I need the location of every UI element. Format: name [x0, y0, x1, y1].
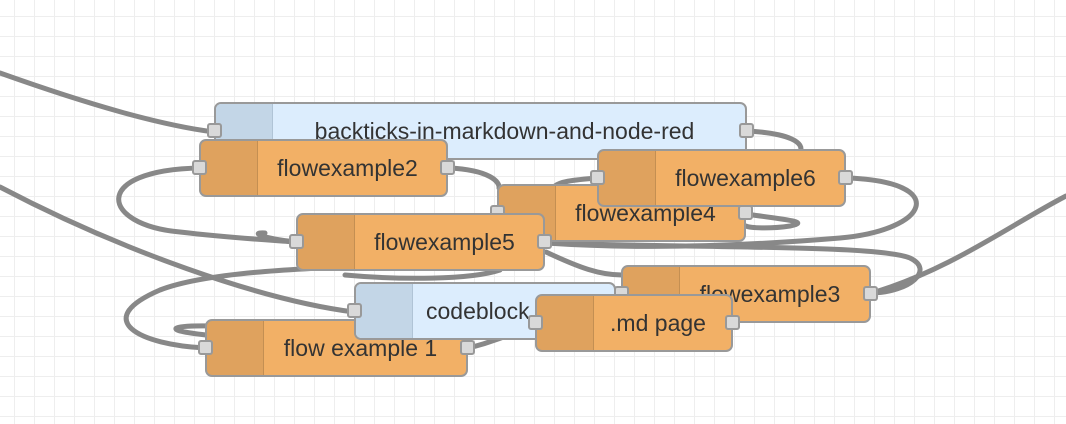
node-flowexample6[interactable]: flowexample6: [590, 149, 853, 207]
input-port[interactable]: [347, 303, 362, 318]
function-icon: [207, 321, 264, 375]
wire[interactable]: [543, 249, 625, 278]
wire[interactable]: [0, 184, 357, 315]
node-label: codeblock: [426, 297, 530, 324]
input-port[interactable]: [198, 340, 213, 355]
input-port[interactable]: [528, 315, 543, 330]
output-port[interactable]: [838, 170, 853, 185]
output-port[interactable]: [739, 123, 754, 138]
node-label: flowexample5: [374, 228, 515, 255]
node-label: flowexample2: [277, 154, 418, 181]
wire[interactable]: [116, 165, 299, 245]
comment-icon: [356, 284, 413, 338]
input-port[interactable]: [192, 160, 207, 175]
output-port[interactable]: [440, 160, 455, 175]
wire[interactable]: [742, 211, 801, 231]
function-icon: [201, 141, 258, 195]
node-md-page[interactable]: .md page: [528, 294, 740, 352]
wire[interactable]: [255, 230, 299, 245]
wire[interactable]: [869, 193, 1066, 296]
output-port[interactable]: [738, 205, 753, 220]
input-port[interactable]: [289, 234, 304, 249]
wire[interactable]: [446, 165, 502, 191]
wire[interactable]: [0, 70, 217, 135]
function-icon: [298, 215, 355, 269]
input-port[interactable]: [207, 123, 222, 138]
node-codeblock[interactable]: codeblock: [347, 282, 616, 340]
node-flowexample2[interactable]: flowexample2: [192, 139, 455, 197]
node-label: .md page: [610, 309, 706, 336]
output-port[interactable]: [537, 234, 552, 249]
wire[interactable]: [342, 267, 503, 281]
output-port[interactable]: [725, 315, 740, 330]
node-flowexample5[interactable]: flowexample5: [289, 213, 552, 271]
function-icon: [537, 296, 594, 350]
input-port[interactable]: [590, 170, 605, 185]
function-icon: [599, 151, 656, 205]
wire[interactable]: [173, 323, 217, 338]
output-port[interactable]: [863, 286, 878, 301]
node-label: flowexample6: [675, 164, 816, 191]
output-port[interactable]: [460, 340, 475, 355]
